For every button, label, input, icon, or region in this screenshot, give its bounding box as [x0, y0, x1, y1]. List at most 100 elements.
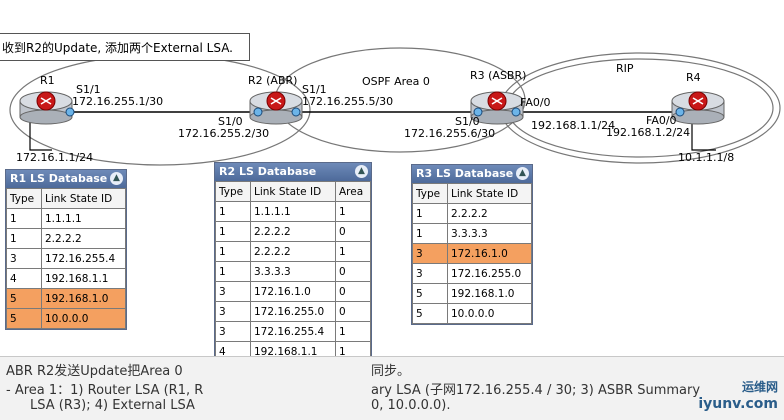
r4-ip-label: 192.168.1.2/24 [606, 126, 691, 139]
r4-loopback-label: 10.1.1.1/8 [678, 151, 735, 164]
area-cell: 1 [335, 321, 371, 342]
router-r3-icon[interactable] [470, 91, 524, 125]
type-column-header: Type [6, 188, 42, 209]
r3-ls-database-title: R3 LS Database [416, 167, 514, 180]
r2-if-left-label: S1/0 [218, 115, 243, 128]
type-column-header: Type [215, 181, 251, 202]
area-cell: 0 [335, 221, 371, 242]
area-cell: 0 [335, 261, 371, 282]
r3-name: R3 (ASBR) [470, 69, 527, 82]
type-cell: 1 [215, 221, 251, 242]
collapse-icon[interactable]: ▲ [110, 172, 123, 185]
link-state-id-column-header: Link State ID [250, 181, 336, 202]
link-state-id-cell: 3.3.3.3 [250, 261, 336, 282]
area-0-label: OSPF Area 0 [362, 75, 430, 88]
r2-ip-left-label: 172.16.255.2/30 [178, 127, 270, 140]
table-header-row: Type Link State ID Area [215, 181, 371, 202]
area-column-header: Area [335, 181, 371, 202]
r1-s1-1-port [65, 107, 75, 117]
type-cell: 5 [412, 283, 448, 304]
link-state-id-cell: 172.16.1.0 [447, 243, 532, 264]
description-line-2-mid: ary LSA (子网172.16.255.4 / 30; 3) ASBR Su… [371, 383, 701, 398]
r2-s1-1-port [291, 107, 301, 117]
type-cell: 3 [215, 281, 251, 302]
link-state-id-cell: 172.16.255.0 [250, 301, 336, 322]
link-state-id-column-header: Link State ID [41, 188, 126, 209]
collapse-icon[interactable]: ▲ [516, 167, 529, 180]
r2-ls-database-header: R2 LS Database ▲ [215, 163, 371, 181]
watermark-logo: 运维网 iyunv.com [682, 378, 778, 416]
router-r1-icon[interactable] [19, 91, 73, 125]
callout-note: 收到R2的Update, 添加两个External LSA. [0, 33, 250, 61]
r1-if-label: S1/1 [76, 83, 101, 96]
link-state-id-cell: 1.1.1.1 [250, 201, 336, 222]
area-cell: 0 [335, 281, 371, 302]
link-state-id-cell: 2.2.2.2 [250, 221, 336, 242]
link-state-id-column-header: Link State ID [447, 183, 532, 204]
link-state-id-cell: 1.1.1.1 [41, 208, 126, 229]
link-state-id-cell: 2.2.2.2 [41, 228, 126, 249]
type-cell: 1 [412, 223, 448, 244]
watermark-bottom: iyunv.com [698, 396, 778, 412]
type-cell: 1 [6, 228, 42, 249]
r1-loopback-label: 172.16.1.1/24 [16, 151, 94, 164]
link-state-id-cell: 172.16.255.0 [447, 263, 532, 284]
type-column-header: Type [412, 183, 448, 204]
type-cell: 3 [6, 248, 42, 269]
type-cell: 4 [6, 268, 42, 289]
r1-ls-database-header: R1 LS Database ▲ [6, 170, 126, 188]
type-cell: 3 [215, 301, 251, 322]
type-cell: 3 [215, 321, 251, 342]
type-cell: 1 [215, 261, 251, 282]
area-cell: 1 [335, 241, 371, 262]
r4-name: R4 [686, 71, 701, 84]
link-state-id-cell: 172.16.1.0 [250, 281, 336, 302]
link-state-id-cell: 2.2.2.2 [250, 241, 336, 262]
collapse-icon[interactable]: ▲ [355, 165, 368, 178]
r3-if-right-label: FA0/0 [520, 96, 551, 109]
link-state-id-cell: 192.168.1.1 [41, 268, 126, 289]
link-state-id-cell: 192.168.1.0 [41, 288, 126, 309]
type-cell: 1 [6, 208, 42, 229]
r3-ip-right-label: 192.168.1.1/24 [531, 119, 616, 132]
type-cell: 3 [412, 263, 448, 284]
r4-if-label: FA0/0 [646, 114, 677, 127]
type-cell: 3 [412, 243, 448, 264]
description-line-1: ABR R2发送Update把Area 0 [6, 364, 183, 379]
description-line-3-tail: 0, 10.0.0.0). [371, 398, 451, 413]
router-r2-icon[interactable] [249, 91, 303, 125]
type-cell: 5 [6, 308, 42, 329]
router-r4-icon[interactable] [671, 91, 725, 125]
table-header-row: Type Link State ID [412, 183, 532, 204]
type-cell: 1 [215, 201, 251, 222]
link-state-id-cell: 2.2.2.2 [447, 203, 532, 224]
r1-ls-database-title: R1 LS Database [10, 172, 108, 185]
link-state-id-cell: 192.168.1.0 [447, 283, 532, 304]
description-panel: ABR R2发送Update把Area 0 同步。 - Area 1：1) Ro… [0, 356, 784, 420]
type-cell: 5 [412, 303, 448, 324]
r4-fa0-0-port [675, 107, 685, 117]
r2-ip-right-label: 172.16.255.5/30 [302, 95, 394, 108]
r2-ls-database-title: R2 LS Database [219, 165, 317, 178]
type-cell: 5 [6, 288, 42, 309]
type-cell: 1 [215, 241, 251, 262]
r3-ip-left-label: 172.16.255.6/30 [404, 127, 496, 140]
type-cell: 1 [412, 203, 448, 224]
